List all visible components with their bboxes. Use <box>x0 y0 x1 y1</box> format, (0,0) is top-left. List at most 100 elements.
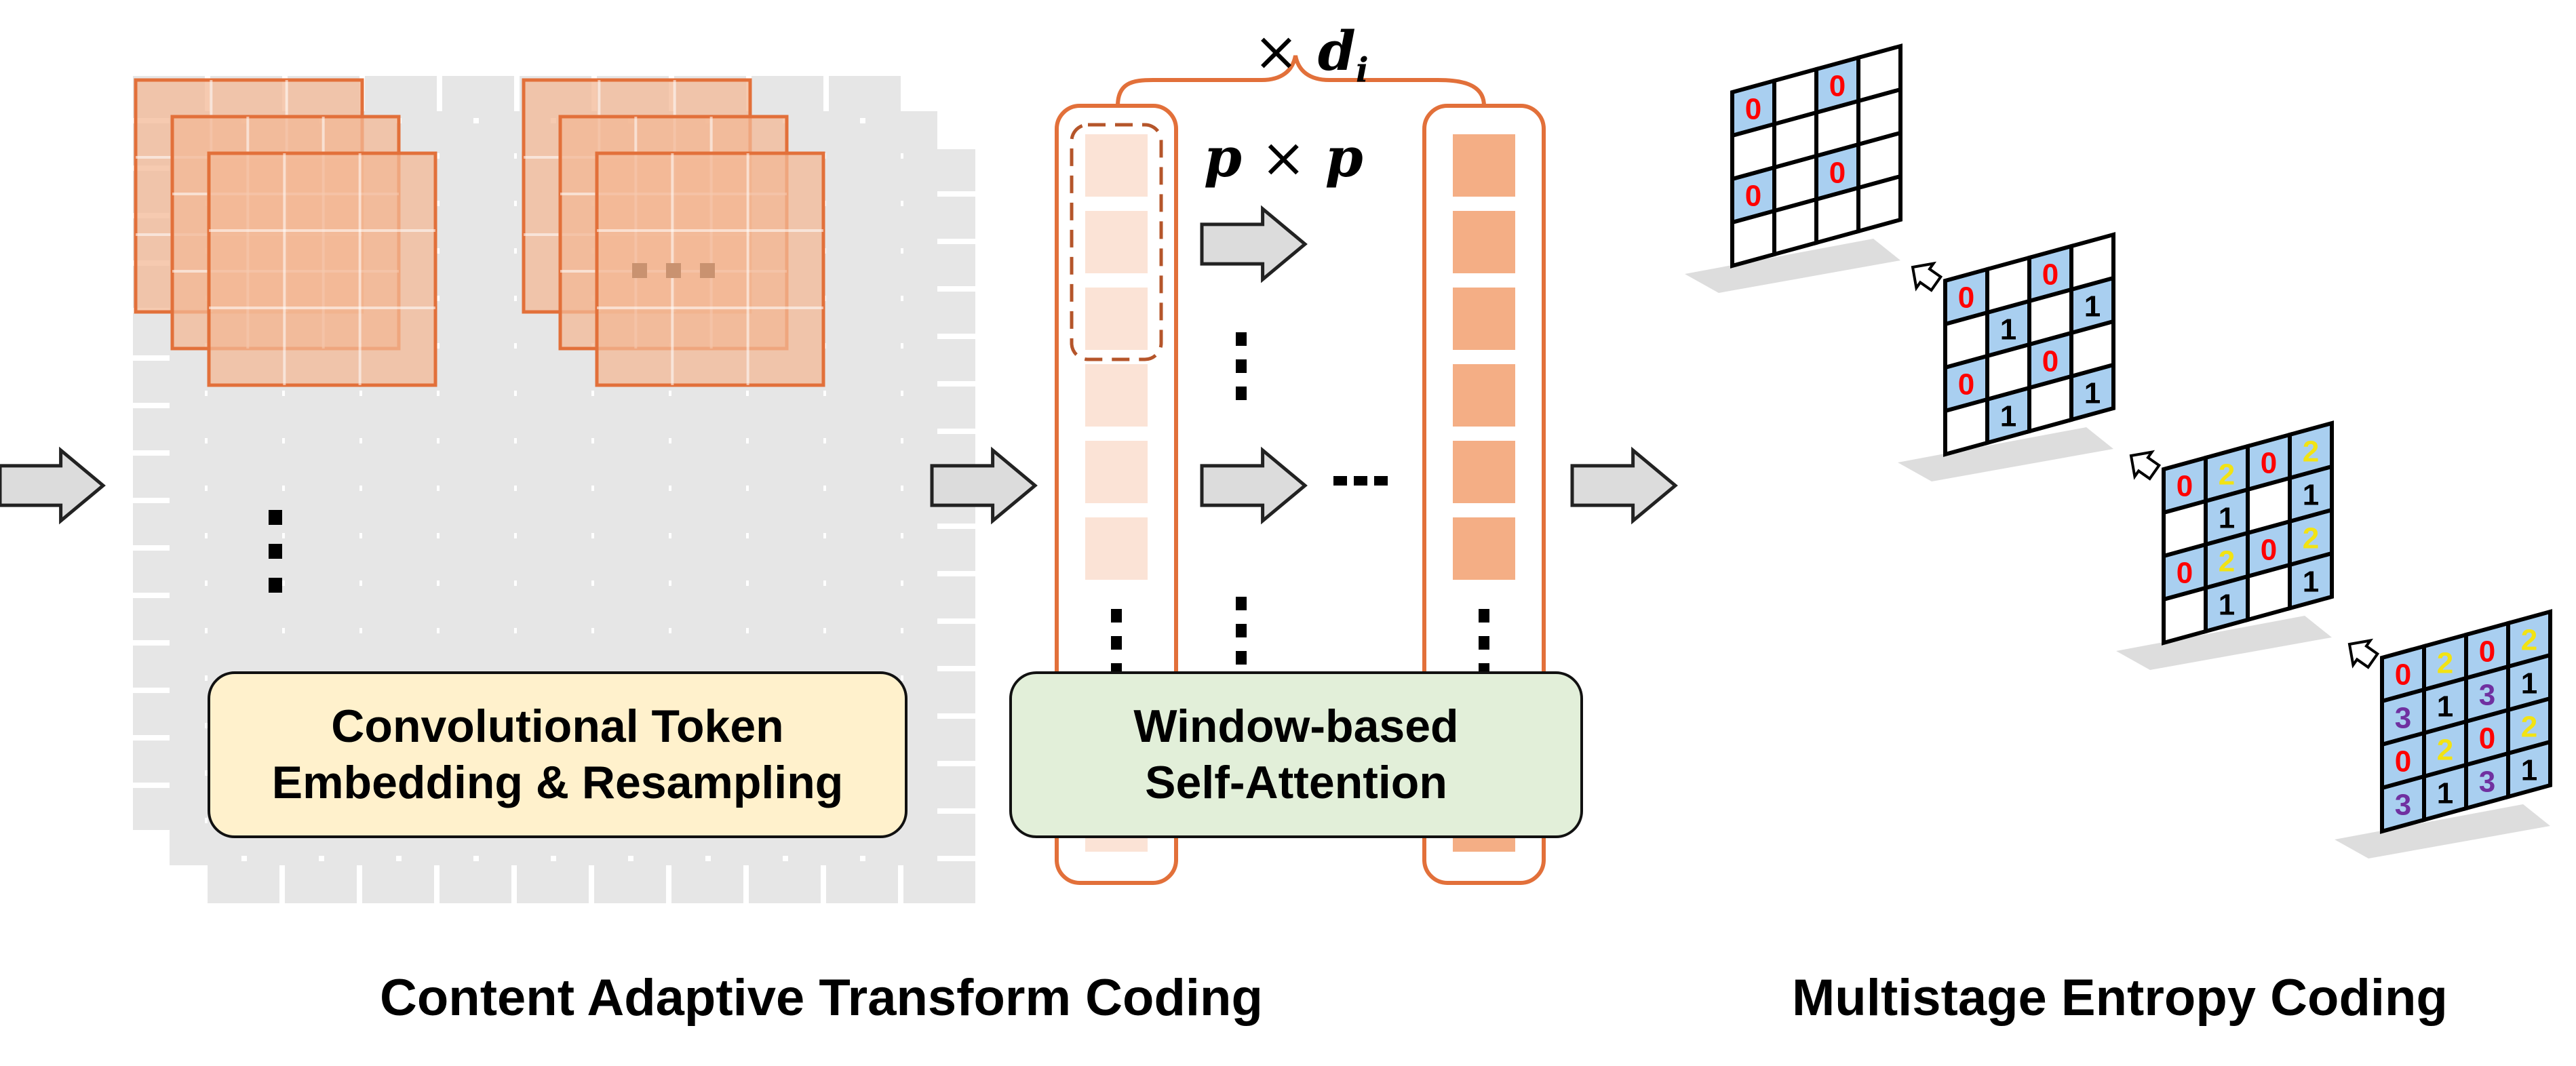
grid-cell <box>517 481 589 524</box>
grid-cell <box>671 434 743 476</box>
depth-label: × di <box>1253 19 1369 90</box>
grid-cell <box>826 624 898 666</box>
grid-cell <box>903 861 975 903</box>
entropy-digit: 2 <box>2303 522 2319 555</box>
grid-cell <box>903 814 975 856</box>
patch-square <box>207 151 437 387</box>
repeat-brace <box>1116 55 1486 106</box>
grid-cell <box>285 434 357 476</box>
grid-cell <box>826 861 898 903</box>
entropy-digit: 2 <box>2437 647 2453 680</box>
entropy-cell <box>2027 374 2073 434</box>
grid-cell <box>749 481 821 524</box>
entropy-cell <box>1772 197 1818 257</box>
embedding-label-line2: Embedding & Resampling <box>271 757 844 808</box>
grid-cell <box>826 576 898 618</box>
entropy-digit: 0 <box>1958 368 1974 401</box>
entropy-digit: 0 <box>1745 180 1761 213</box>
grid-cell <box>208 434 279 476</box>
output-token <box>1453 211 1515 273</box>
entropy-digit: 3 <box>2395 702 2411 735</box>
entropy-cell <box>1943 397 1989 457</box>
attention-arrow-ellipsis-dot <box>1236 597 1247 610</box>
input-token <box>1085 288 1148 350</box>
grid-cell <box>788 111 860 153</box>
entropy-cell <box>2288 551 2334 611</box>
input-token <box>1085 211 1148 273</box>
depth-sub: i <box>1355 50 1369 90</box>
grid-cell <box>671 576 743 618</box>
entropy-digit: 1 <box>2521 754 2537 787</box>
grid-cell <box>208 481 279 524</box>
stage-shadow <box>1898 427 2113 481</box>
attention-arrow-ellipsis-dot <box>1236 651 1247 665</box>
grid-cell <box>903 576 975 618</box>
grid-cell <box>440 149 511 191</box>
grid-cell <box>826 244 898 286</box>
entropy-cell <box>1730 208 1776 269</box>
grid-cell <box>903 292 975 334</box>
conv-patch-1c <box>207 151 437 387</box>
grid-cell <box>594 481 666 524</box>
patch-ellipsis-dot <box>632 263 647 278</box>
grid-cell <box>440 244 511 286</box>
grid-cell <box>826 339 898 381</box>
window-base: p <box>1204 125 1242 189</box>
stage-shadow <box>2335 804 2550 858</box>
grid-cell <box>517 434 589 476</box>
grid-cell <box>362 576 434 618</box>
window-arrow-ellipsis-dot <box>1236 387 1247 400</box>
grid-cell <box>285 481 357 524</box>
grid-cell <box>208 624 279 666</box>
grid-cell <box>903 719 975 761</box>
attention-window <box>1070 123 1163 361</box>
grid-cell <box>442 76 514 118</box>
entropy-digit: 1 <box>2000 313 2016 347</box>
grid-cell <box>517 529 589 571</box>
grid-cell <box>208 576 279 618</box>
grid-cell <box>285 576 357 618</box>
grid-cell <box>903 244 975 286</box>
horizontal-ellipsis-dot <box>1374 476 1388 486</box>
embedding-label: Convolutional Token Embedding & Resampli… <box>272 698 844 811</box>
entropy-digit: 1 <box>2219 589 2235 622</box>
grid-cell <box>208 387 279 429</box>
grid-cell <box>594 576 666 618</box>
grid-cell <box>749 529 821 571</box>
grid-cell <box>285 861 357 903</box>
attention-box: Window-based Self-Attention <box>1009 671 1583 838</box>
grid-cell <box>826 387 898 429</box>
output-token-partial <box>1453 835 1515 852</box>
grid-cell <box>440 434 511 476</box>
entropy-cell <box>1856 174 1902 234</box>
entropy-cell <box>2162 585 2208 646</box>
grid-cell <box>671 481 743 524</box>
grid-cell <box>440 292 511 334</box>
grid-cell <box>285 529 357 571</box>
grid-cell <box>594 861 666 903</box>
grid-cell <box>671 624 743 666</box>
grid-cell <box>903 529 975 571</box>
stage-transition-arrow <box>1911 261 1943 292</box>
output-arrow <box>1570 446 1678 525</box>
horizontal-ellipsis-dot <box>1354 476 1367 486</box>
grid-cell <box>903 387 975 429</box>
grid-cell <box>440 576 511 618</box>
entropy-digit: 1 <box>2521 667 2537 700</box>
grid-cell <box>752 76 823 118</box>
grid-cell <box>903 624 975 666</box>
output-token <box>1453 134 1515 197</box>
output-token <box>1453 288 1515 350</box>
grid-cell <box>208 529 279 571</box>
patch-ellipsis-dot <box>666 263 681 278</box>
entropy-cell <box>2069 362 2115 422</box>
window-arrow-ellipsis-dot <box>1236 332 1247 346</box>
entropy-digit: 0 <box>2395 745 2411 778</box>
grid-cell <box>285 624 357 666</box>
stage-transition-arrow <box>2129 450 2162 481</box>
stage-shadow <box>1685 239 1900 293</box>
grid-cell <box>517 861 589 903</box>
entropy-digit: 1 <box>2437 690 2453 724</box>
entropy-digit: 2 <box>2437 734 2453 767</box>
